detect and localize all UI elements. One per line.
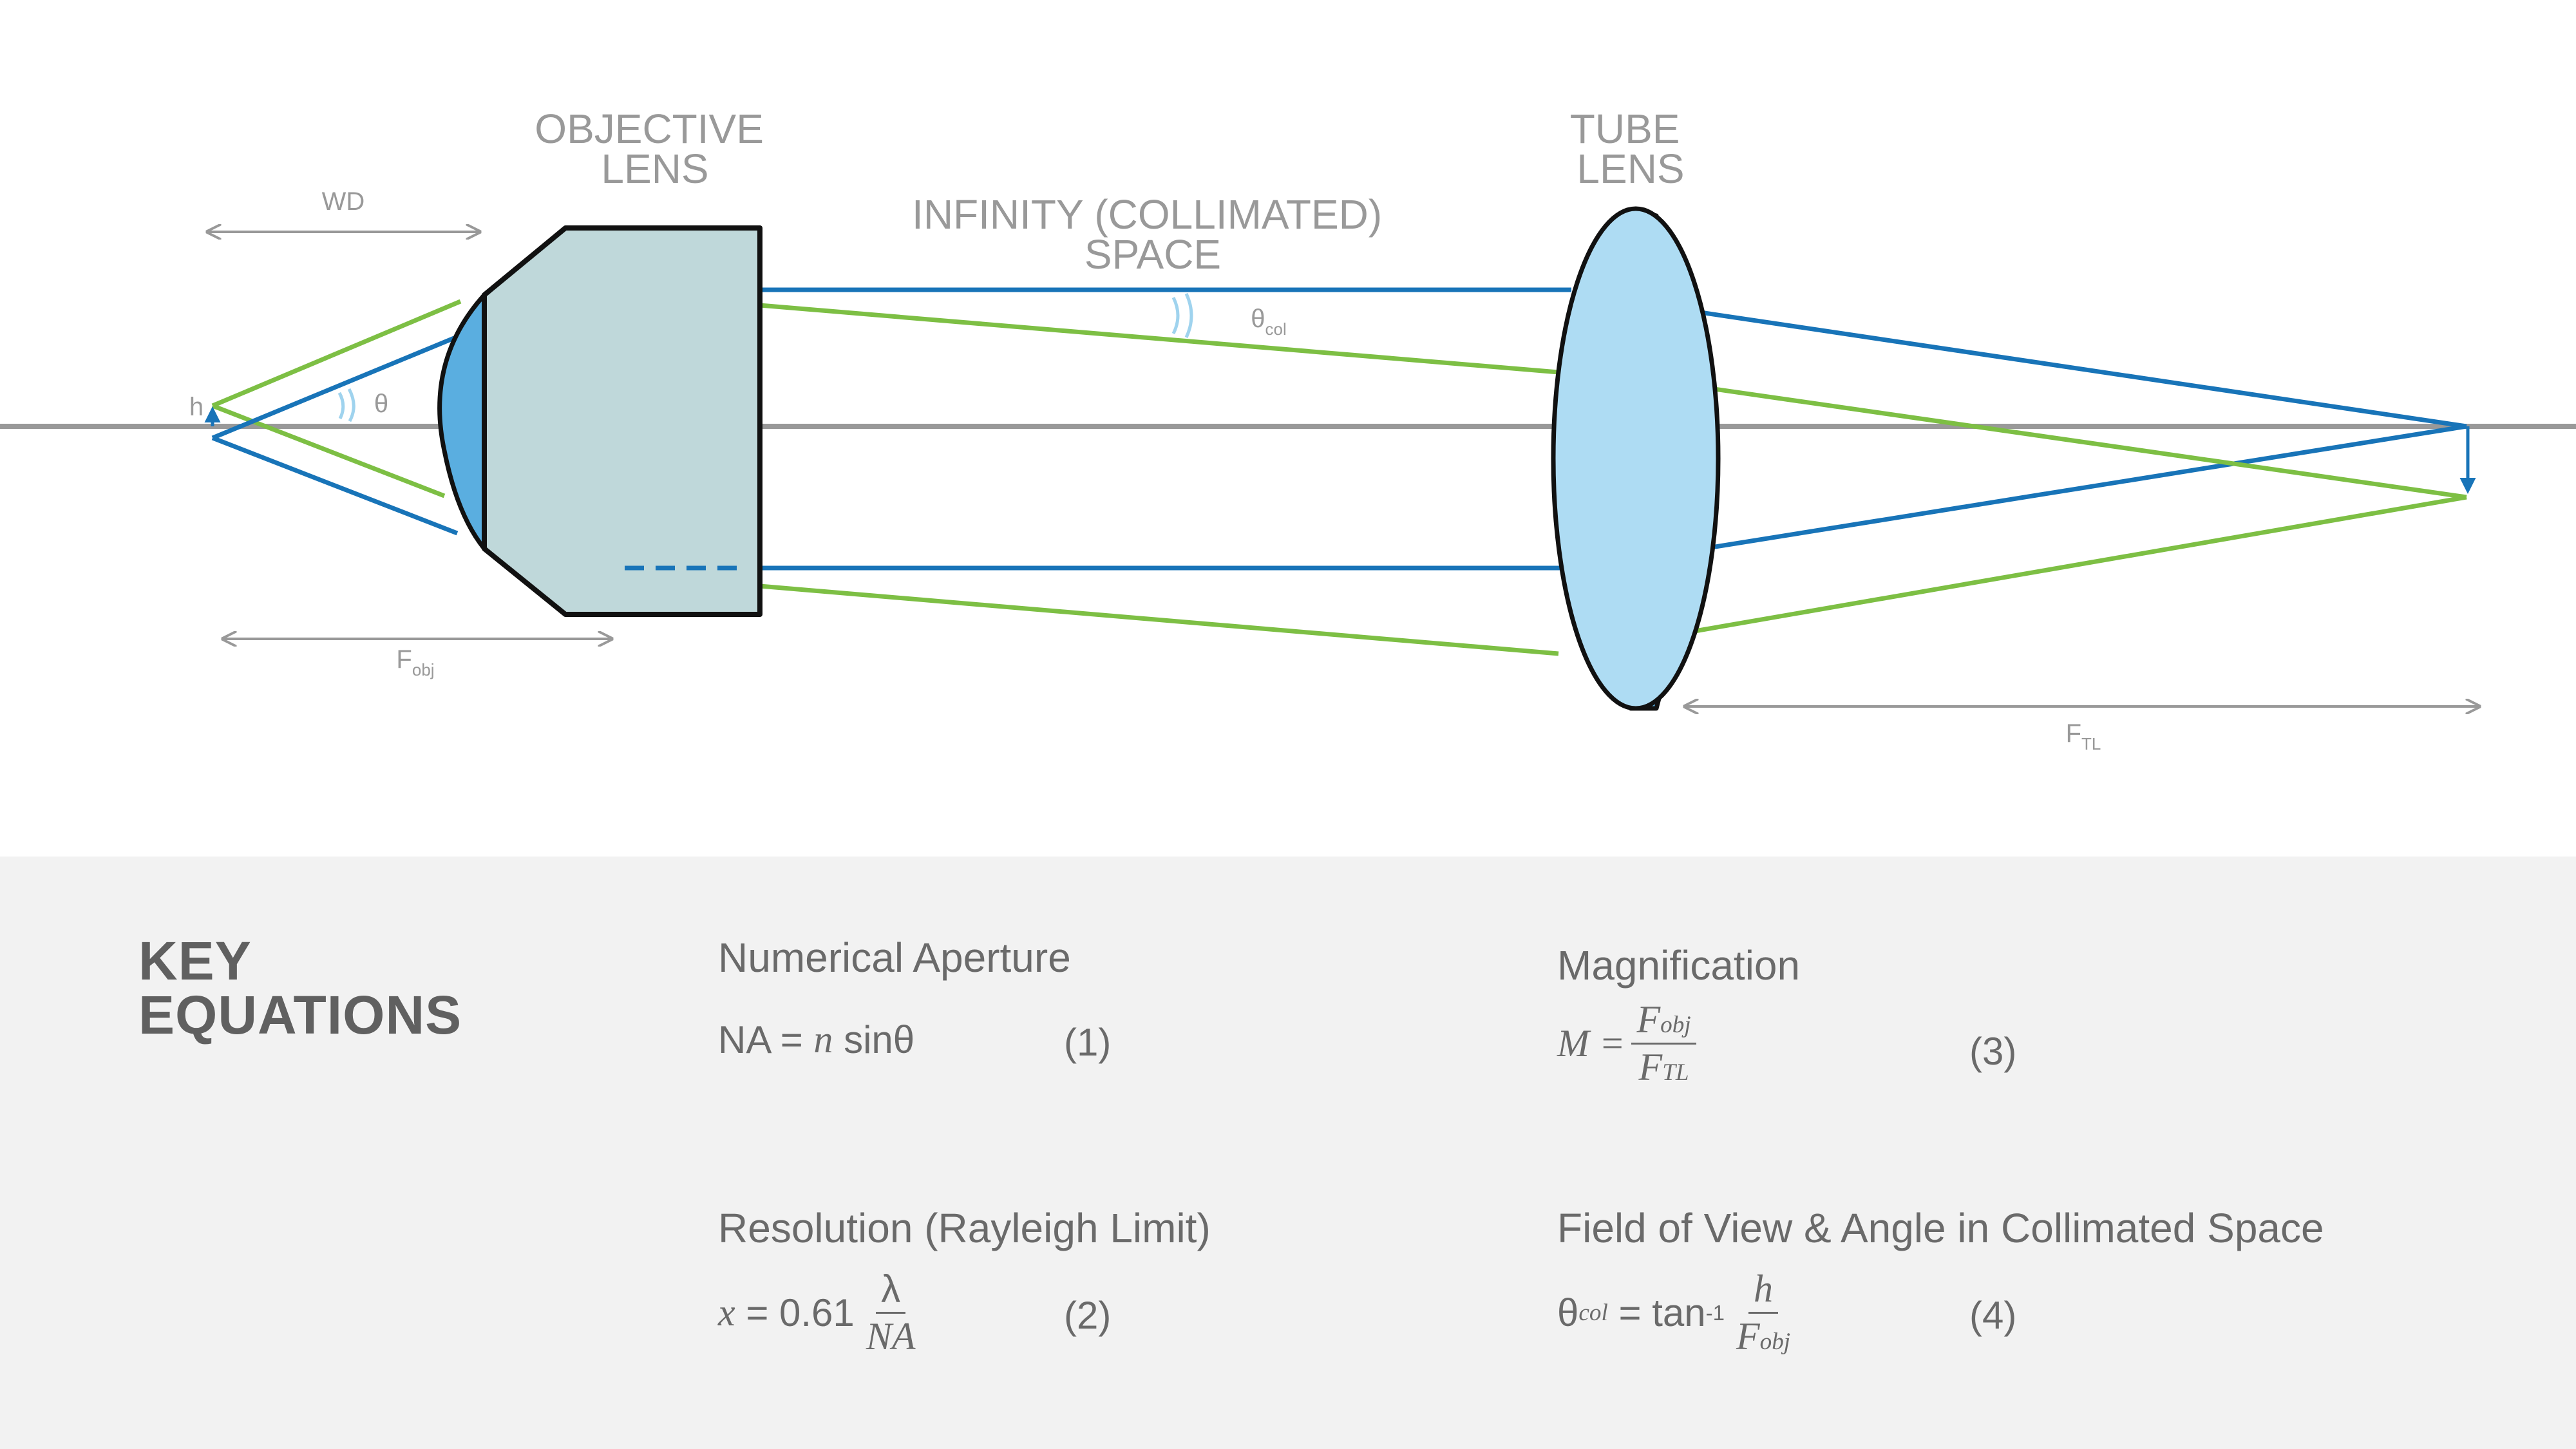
objective-front-element [437,292,487,551]
key-equations-panel: KEY EQUATIONS Numerical Aperture NA = n … [0,857,2576,1449]
equation-number: (2) [1064,1294,1112,1337]
objective-lens-body [482,225,762,617]
theta-col-angle-mark [1171,292,1193,339]
h-label: h [189,393,204,421]
green-ray-collimated-top [759,303,1559,375]
optics-diagram: OBJECTIVE LENS TUBE LENS INFINITY (COLLI… [0,106,2576,753]
equation-number: (3) [1969,1030,2017,1073]
equation-number: (1) [1064,1021,1112,1064]
equation-magnification: Magnification [1557,942,1800,989]
equation-resolution-formula: x = 0.61 λ NA [718,1269,927,1357]
green-ray-collimated-bottom [759,583,1559,656]
green-ray-upper-object [211,299,462,408]
equation-title: Numerical Aperture [718,934,1071,981]
equation-resolution: Resolution (Rayleigh Limit) [718,1204,1211,1252]
blue-ray-image-top [1687,308,2467,429]
fraction: Fobj FTL [1631,999,1696,1088]
equation-title: Field of View & Angle in Collimated Spac… [1557,1205,2324,1251]
tube-lens [1551,206,1721,711]
infinity-space-label: INFINITY (COLLIMATED) SPACE [912,191,1394,278]
theta-col-label: θcol [1251,305,1287,339]
image-side-rays [1687,308,2467,635]
equation-title: Magnification [1557,942,1801,989]
wd-label: WD [322,187,365,216]
equation-numerical-aperture: Numerical Aperture [718,934,1071,981]
equation-magnification-formula: M = Fobj FTL [1557,999,1703,1088]
theta-label: θ [374,390,388,418]
f-tl-label: FTL [2066,719,2101,753]
fraction: λ NA [866,1267,916,1358]
equation-field-of-view: Field of View & Angle in Collimated Spac… [1557,1204,2324,1252]
blue-ray-image-bottom [1687,424,2467,554]
key-equations-title: KEY EQUATIONS [138,931,462,1045]
blue-ray-upper-object [211,336,455,440]
fraction: h Fobj [1736,1267,1791,1358]
objective-lens-label: OBJECTIVE LENS [535,106,775,192]
object-side-rays [211,299,462,536]
collimated-rays [759,287,1571,656]
tube-lens-face [1551,206,1721,711]
green-ray-image-bottom [1687,495,2467,635]
tube-lens-label: TUBE LENS [1570,106,1691,192]
equation-na-formula: NA = n sinθ [718,1018,915,1061]
blue-ray-lower-object [211,435,459,536]
green-ray-image-top [1687,383,2467,500]
equation-title: Resolution (Rayleigh Limit) [718,1205,1211,1251]
theta-angle-mark [337,388,355,422]
equation-number: (4) [1969,1294,2017,1337]
f-obj-label: Fobj [396,645,434,679]
